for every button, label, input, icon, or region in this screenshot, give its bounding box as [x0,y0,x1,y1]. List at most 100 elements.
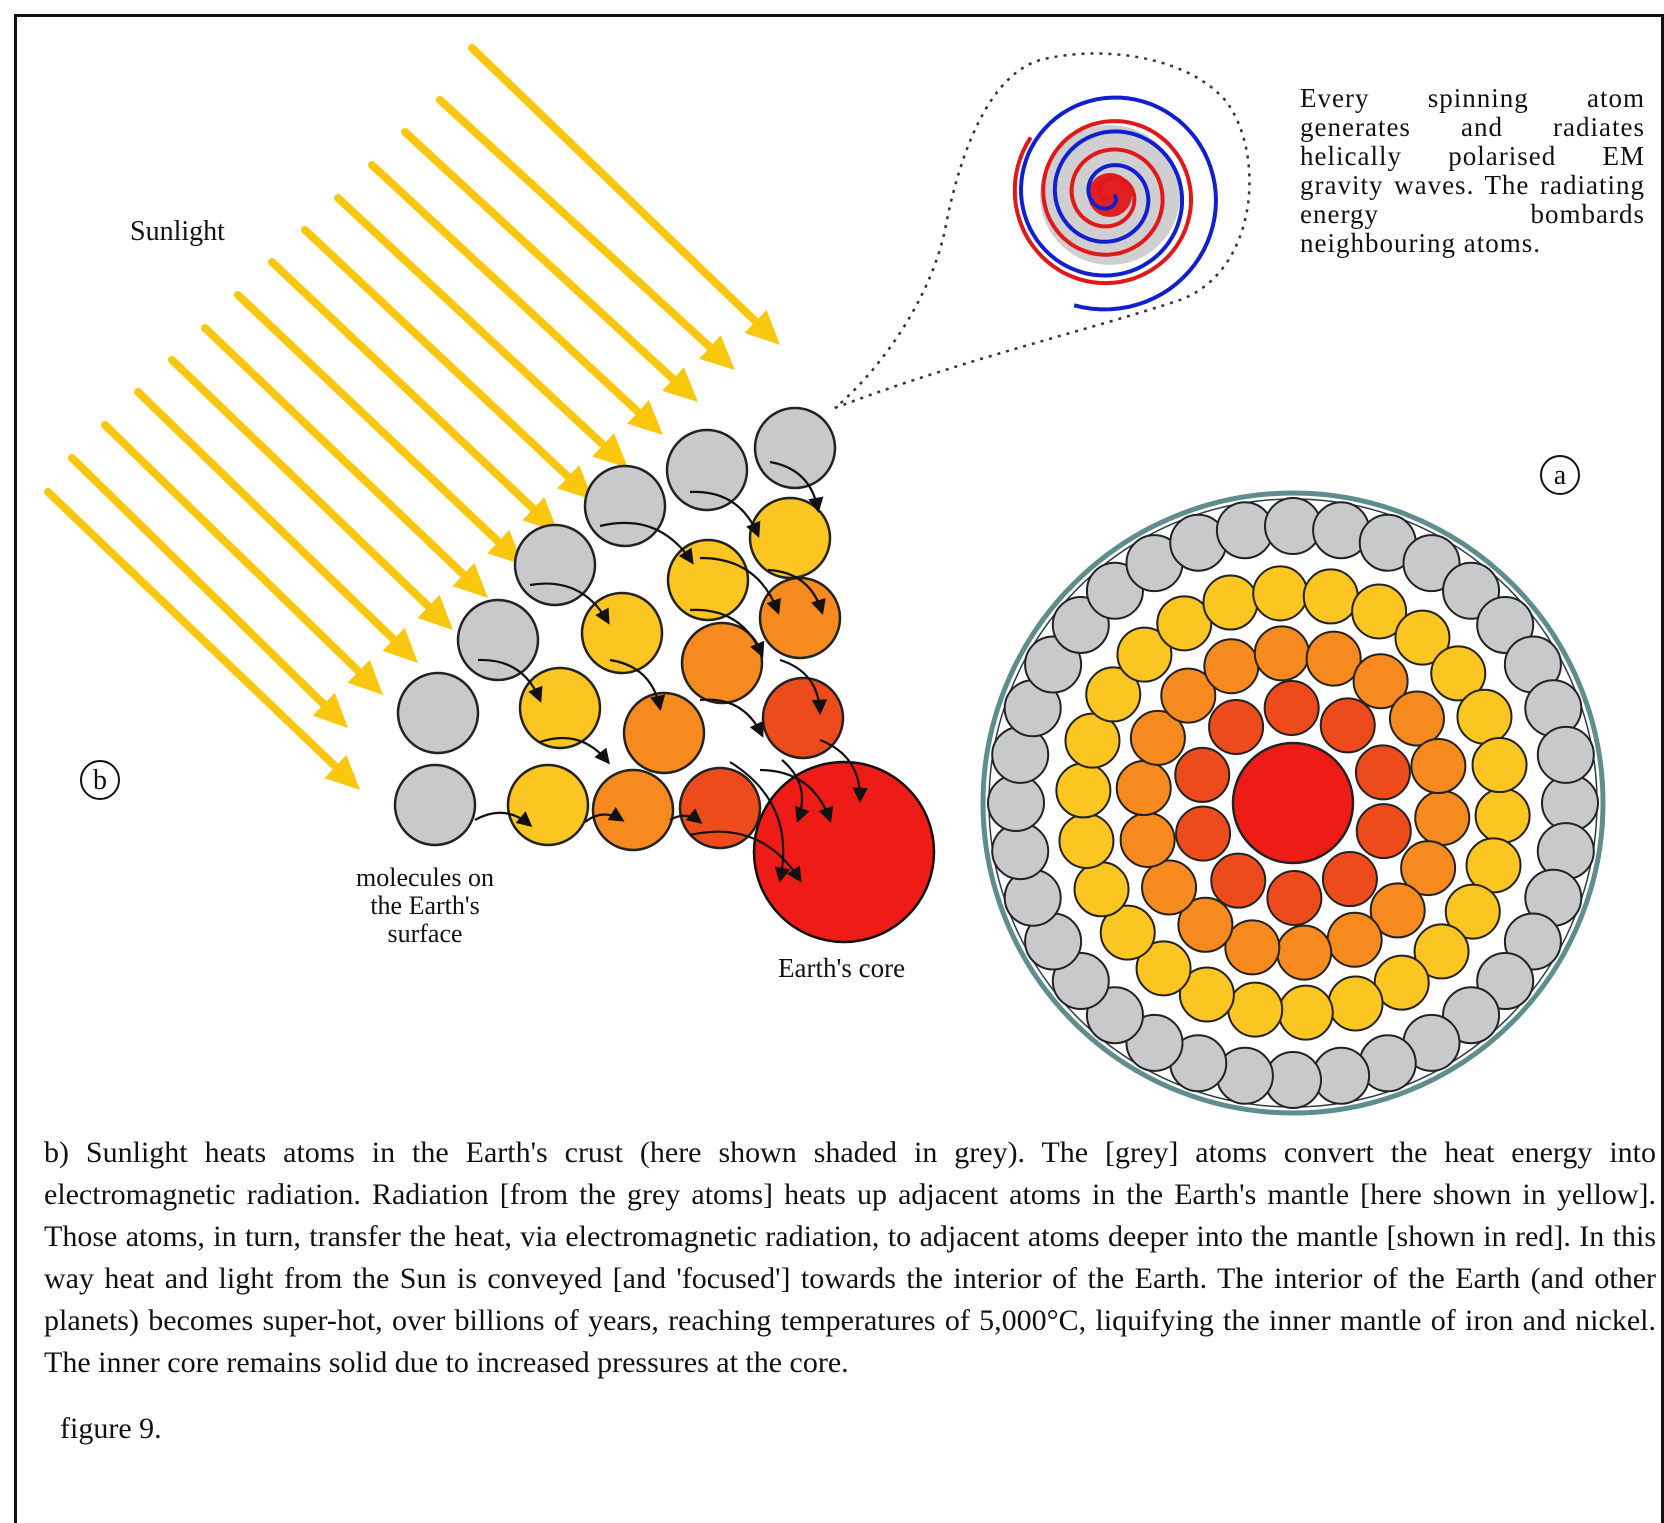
zoom-callout [834,52,1251,410]
sunlight-arrowhead [699,335,735,370]
em-wave-description: Every spinning atom generates and radiat… [1300,83,1645,258]
red-orange-atom [1354,744,1411,801]
radiation-arrow [781,759,810,823]
yellow-atom [1058,812,1115,869]
sunlight-ray [234,291,503,546]
red-orange-atom [1355,803,1412,860]
radiation-arrow [689,490,761,538]
red-orange-atom [1208,698,1265,755]
red_orange-atom [761,676,845,760]
orange-atom [1400,840,1457,897]
molecules-label-line: the Earth's [370,891,480,920]
red-orange-atom [1175,805,1232,862]
molecules-label: molecules on the Earth's surface [330,864,520,948]
radiation-arrow [539,736,610,765]
orange-atom [1305,630,1362,687]
yellow-atom [1471,737,1528,794]
figure-border [14,14,1664,1523]
radiation-arrow [699,556,781,615]
radiation-arrow [584,806,625,823]
earth-core-circle [752,760,936,944]
radiation-arrow [767,568,826,615]
sunlight-arrowhead [417,594,453,630]
red-orange-atom [1266,869,1323,926]
sunlight-arrowhead [312,692,348,728]
orange-atom [1224,919,1281,976]
figure-caption: b) Sunlight heats atoms in the Earth's c… [44,1136,1656,1379]
orange-atom [680,621,764,705]
panel-a-label: a [1540,455,1580,495]
yellow-atom [1202,574,1259,631]
yellow-atom [1302,568,1359,625]
yellow-atom [1099,904,1156,961]
orange-atom [1369,882,1426,939]
yellow-atom [1227,981,1284,1038]
radiation-arrow [779,658,828,716]
orange-atom [1276,924,1333,981]
sunlight-ray [44,488,340,771]
radiation-arrow [669,808,703,824]
radiation-arrow [699,698,764,738]
yellow-atom [1178,966,1235,1023]
sunlight-ray [134,388,398,644]
orange-atom [1410,738,1467,795]
grey-atom [665,428,749,512]
yellow-atom [1156,595,1213,652]
sunlight-arrowhead [592,433,628,468]
helical-wave-red [1012,119,1193,286]
sunlight-arrowhead [382,627,418,663]
orange-atom [1352,653,1409,710]
molecules-label-line: molecules on [356,863,494,892]
earth-core-label: Earth's core [778,953,906,983]
orange-atom [1326,911,1383,968]
orange-atom [1203,638,1260,695]
yellow-atom [1252,565,1309,622]
sunlight-ray [101,421,363,676]
grey-atom [753,406,837,490]
sunlight-arrowhead [347,659,383,695]
panel-a-earth-cross-section [980,490,1606,1116]
radiation-arrow [689,608,765,658]
yellow-atom [1430,645,1487,702]
orange-atom [1119,811,1176,868]
sunlight-arrowhead [522,497,558,532]
yellow-atom [518,666,602,750]
orange-atom [1141,859,1198,916]
orange-atom [1388,690,1445,747]
yellow-atom [1474,787,1531,844]
grey-atom [583,464,667,548]
sunlight-ray [368,161,643,416]
sunlight-ray [334,194,608,449]
yellow-atom [1465,837,1522,894]
orange-atom [1129,709,1186,766]
sunlight-arrowhead [627,400,663,435]
panel-b-radiation-arrows [474,460,868,884]
orange-atom [1160,667,1217,724]
sunlight-ray [168,356,433,611]
yellow-atom [506,763,590,847]
molecules-label-line: surface [387,919,463,948]
red-orange-atom [1174,746,1231,803]
red_orange-atom [678,766,762,850]
orange-atom [622,691,706,775]
orange-atom [758,576,842,660]
yellow-atom [1116,626,1173,683]
radiation-arrow [729,761,791,884]
zoom-dotted-outline [834,52,1251,410]
grey-atom [393,763,477,847]
radiation-arrow [689,830,802,883]
radiation-arrow [609,658,666,712]
yellow-atom [1085,666,1142,723]
yellow-atom [1456,688,1513,745]
yellow-atom [1444,883,1501,940]
orange-atom [1177,896,1234,953]
yellow-atom [1351,583,1408,640]
yellow-atom [1277,984,1334,1041]
yellow-atom [1055,762,1112,819]
inner-core-circle [1231,741,1355,865]
grey-atom [1536,725,1595,784]
grey-atom [456,598,540,682]
sunlight-ray [468,44,760,326]
